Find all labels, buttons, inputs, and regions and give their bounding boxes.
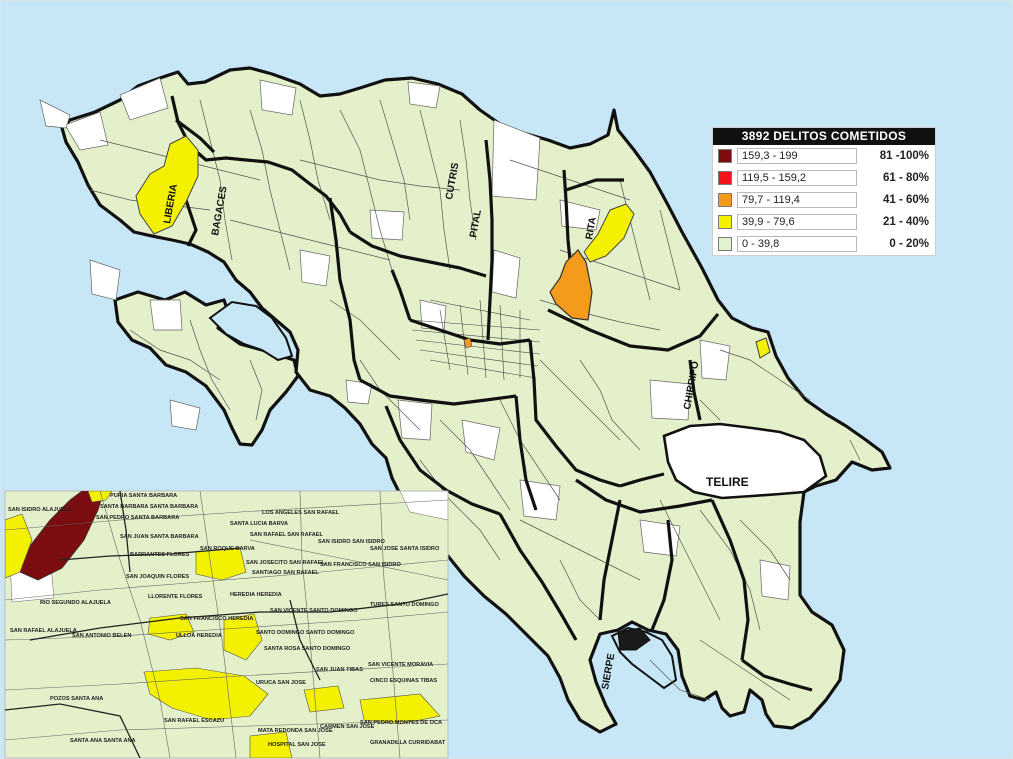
inset-label: SANTA ANA SANTA ANA: [70, 738, 136, 744]
inset-label: SAN JOAQUIN FLORES: [126, 574, 189, 580]
inset-label: SANTA ROSA SANTO DOMINGO: [264, 646, 351, 652]
inset-district-lines: [5, 491, 448, 758]
inset-label: SAN JUAN TIBAS: [316, 667, 363, 673]
inset-label: URUCA SAN JOSE: [256, 680, 306, 686]
legend-percent: 81 -100%: [879, 150, 929, 162]
inset-label: SAN ISIDRO SAN ISIDRO: [318, 539, 385, 545]
rita-label: RITA: [584, 216, 599, 240]
inset-yellow-pavas: [143, 667, 269, 721]
inset-yellow-bottom: [249, 731, 293, 758]
no-data-districts: [39, 77, 791, 601]
inset-label: HEREDIA HEREDIA: [230, 592, 282, 598]
inset-label: SAN RAFAEL ESCAZU: [164, 718, 224, 724]
legend-swatch: [718, 215, 732, 229]
inset-label: SANTO DOMINGO SANTO DOMINGO: [256, 630, 355, 636]
inset-label: SAN ANTONIO BELEN: [72, 633, 131, 639]
central-orange-spot: [463, 337, 473, 349]
inset-yellow-left: [5, 513, 33, 579]
inset-label: SAN JOSE SANTA ISIDRO: [370, 546, 440, 552]
inset-label: SAN VICENTE MORAVIA: [368, 662, 433, 668]
inset-label: BARRANTES FLORES: [130, 552, 190, 558]
inset-label: SAN JUAN SANTA BARBARA: [120, 534, 199, 540]
rita-district: [583, 203, 635, 263]
legend-range: 39,9 - 79,6: [737, 214, 857, 230]
inset-label: LOS ANGELES SAN RAFAEL: [262, 510, 340, 516]
inset-label: SAN PEDRO SANTA BARBARA: [96, 515, 179, 521]
legend-row: 79,7 - 119,4 41 - 60%: [713, 189, 935, 211]
inset-label: SAN VICENTE SANTO DOMINGO: [270, 608, 358, 614]
inset-label: CINCO ESQUINAS TIBAS: [370, 678, 437, 684]
gulf-of-nicoya: [208, 300, 294, 362]
orange-district: [549, 249, 593, 321]
legend-range: 159,3 - 199: [737, 148, 857, 164]
legend-title: 3892 DELITOS COMETIDOS: [713, 128, 935, 145]
inset-label: SANTIAGO SAN RAFAEL: [252, 570, 319, 576]
legend-range: 119,5 - 159,2: [737, 170, 857, 186]
telire-region: [662, 422, 828, 500]
legend: 3892 DELITOS COMETIDOS 159,3 - 199 81 -1…: [712, 127, 936, 256]
inset-map: PURIA SANTA BARBARA SAN ISIDRO ALAJUELA …: [4, 490, 449, 759]
legend-row: 159,3 - 199 81 -100%: [713, 145, 935, 167]
inset-label: SANTA BARBARA SANTA BARBARA: [100, 504, 198, 510]
inset-label: HOSPITAL SAN JOSE: [268, 742, 326, 748]
inset-label: CARMEN SAN JOSE: [320, 724, 375, 730]
inset-label: SAN FRANCISCO SAN ISIDRO: [320, 562, 401, 568]
legend-percent: 41 - 60%: [882, 194, 929, 206]
legend-row: 39,9 - 79,6 21 - 40%: [713, 211, 935, 233]
inset-label: ULLOA HEREDIA: [176, 633, 222, 639]
inset-white-area: [399, 491, 448, 521]
coastal-district-yellow: [755, 337, 771, 359]
inset-label: SAN ROQUE BARVA: [200, 546, 255, 552]
legend-percent: 0 - 20%: [889, 238, 929, 250]
legend-percent: 21 - 40%: [882, 216, 929, 228]
inset-label: SAN JOSECITO SAN RAFAEL: [246, 560, 325, 566]
legend-range: 79,7 - 119,4: [737, 192, 857, 208]
osa-wetland: [617, 627, 651, 651]
legend-swatch: [718, 171, 732, 185]
inset-label: POZOS SANTA ANA: [50, 696, 103, 702]
inset-label: LLORENTE FLORES: [148, 594, 203, 600]
legend-percent: 61 - 80%: [882, 172, 929, 184]
inset-label: GRANADILLA CURRIDABAT: [370, 740, 446, 746]
inset-label: MATA REDONDA SAN JOSE: [258, 728, 333, 734]
legend-row: 119,5 - 159,2 61 - 80%: [713, 167, 935, 189]
inset-label: SAN ISIDRO ALAJUELA: [8, 507, 72, 513]
inset-label: TURES SANTO DOMINGO: [370, 602, 440, 608]
inset-label: SAN FRANCISCO HEREDIA: [180, 616, 253, 622]
inset-label: SAN RAFAEL ALAJUELA: [10, 628, 77, 634]
inset-label: RIO SEGUNDO ALAJUELA: [40, 600, 111, 606]
legend-swatch: [718, 193, 732, 207]
inset-label: SANTA LUCIA BARVA: [230, 521, 288, 527]
telire-label: TELIRE: [706, 475, 749, 489]
inset-canton-lines: [5, 491, 448, 758]
pital-label: PITAL: [468, 209, 484, 239]
legend-row: 0 - 39,8 0 - 20%: [713, 233, 935, 255]
inset-yellow-right: [359, 693, 441, 725]
legend-range: 0 - 39,8: [737, 236, 857, 252]
inset-yellow-moravia: [303, 685, 345, 713]
legend-swatch: [718, 237, 732, 251]
inset-yellow-top: [87, 491, 113, 503]
inset-yellow-santo-domingo: [223, 613, 263, 661]
inset-dark-red-district: [19, 491, 105, 581]
inset-label: PURIA SANTA BARBARA: [110, 493, 177, 499]
liberia-district: [135, 135, 199, 235]
inset-label: SAN RAFAEL SAN RAFAEL: [250, 532, 324, 538]
legend-swatch: [718, 149, 732, 163]
inset-label: SAN PEDRO MONTES DE OCA: [360, 720, 442, 726]
